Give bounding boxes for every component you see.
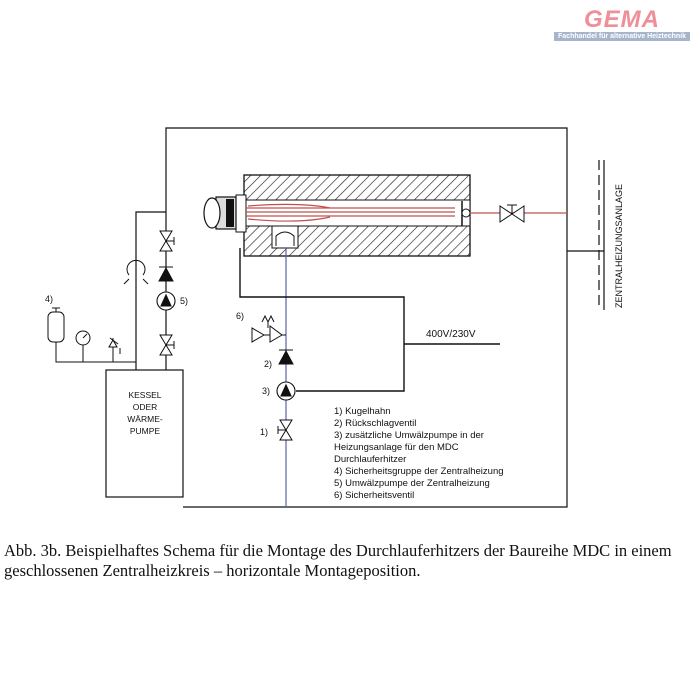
check-valve-2 [278, 349, 294, 365]
central-heating-label: ZENTRALHEIZUNGSANLAGE [614, 184, 624, 308]
boiler-label-3: WÄRME- [127, 414, 163, 424]
heating-schematic: KESSEL ODER WÄRME- PUMPE [45, 127, 624, 508]
brand-logo: GEMA Fachhandel für alternative Heiztech… [554, 8, 690, 41]
voltage-label: 400V/230V [426, 329, 476, 340]
outlet-ball-valve [499, 204, 525, 223]
figure-caption: Abb. 3b. Beispielhaftes Schema für die M… [4, 541, 672, 580]
left-check-valve [158, 266, 174, 282]
legend-line-4: Heizungsanlage für den MDC [334, 442, 459, 453]
left-valve-bottom [159, 334, 175, 356]
circulation-pump-5 [156, 291, 176, 311]
legend-line-2: 2) Rückschlagventil [334, 418, 416, 429]
expansion-loop [123, 259, 149, 285]
power-wiring [239, 248, 500, 392]
brand-name: GEMA [584, 6, 660, 33]
legend-line-5: Durchlauferhitzer [334, 454, 406, 465]
legend-line-6: 4) Sicherheitsgruppe der Zentralheizung [334, 466, 504, 477]
boiler-label-1: KESSEL [128, 390, 161, 400]
marker-3: 3) [262, 386, 270, 396]
safety-valve-6 [251, 314, 286, 343]
boiler-label-4: PUMPE [130, 426, 161, 436]
legend-line-3: 3) zusätzliche Umwälzpumpe in der [334, 430, 484, 441]
boiler-box: KESSEL ODER WÄRME- PUMPE [105, 369, 184, 498]
marker-2: 2) [264, 359, 272, 369]
marker-5: 5) [180, 296, 188, 306]
circulation-pump-3 [276, 381, 296, 401]
legend-line-8: 6) Sicherheitsventil [334, 490, 414, 501]
main-circuit [135, 127, 605, 508]
marker-4: 4) [45, 294, 53, 304]
legend: 1) Kugelhahn 2) Rückschlagventil 3) zusä… [334, 406, 504, 501]
left-valve-top [159, 230, 175, 252]
legend-line-1: 1) Kugelhahn [334, 406, 391, 417]
brand-tagline: Fachhandel für alternative Heiztechnik [554, 32, 690, 41]
legend-line-7: 5) Umwälzpumpe der Zentralheizung [334, 478, 490, 489]
safety-group [47, 307, 136, 363]
ball-valve-1 [277, 419, 293, 441]
boiler-label-2: ODER [133, 402, 158, 412]
marker-1: 1) [260, 427, 268, 437]
marker-6: 6) [236, 311, 244, 321]
